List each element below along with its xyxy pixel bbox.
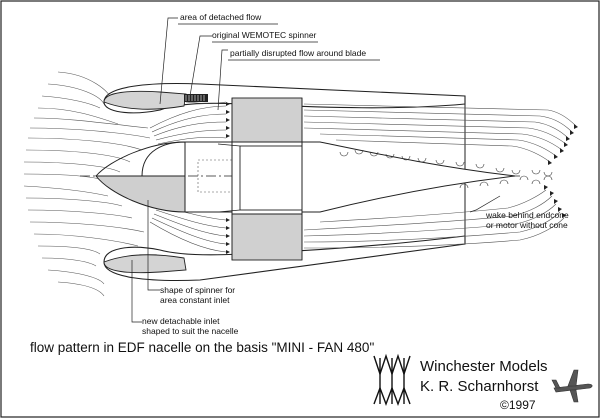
- exhaust-arrows: [544, 124, 578, 218]
- label-spinner-shape-1: shape of spinner for: [160, 285, 236, 295]
- stator-line-top: [217, 143, 241, 147]
- fan-blade-bottom: [231, 213, 303, 261]
- airplane-icon: [551, 369, 593, 403]
- diagram-caption: flow pattern in EDF nacelle on the basis…: [30, 340, 375, 355]
- fan-arrows: [226, 102, 230, 254]
- fan-blade-top: [231, 97, 303, 143]
- stator-line-bottom: [217, 209, 241, 213]
- detached-flow-region: [184, 94, 208, 102]
- label-detached-flow: area of detached flow: [180, 12, 262, 22]
- motor-can: [239, 145, 303, 211]
- spinner-upper-outline: [95, 141, 186, 177]
- hub: [184, 141, 233, 213]
- label-inlet-2: shaped to suit the nacelle: [142, 326, 239, 336]
- leader-lines: [131, 17, 501, 323]
- wake-vortices: [339, 149, 553, 189]
- label-inlet-1: new detachable inlet: [142, 316, 220, 326]
- label-spinner-shape-2: area constant inlet: [160, 295, 230, 305]
- brand-name: Winchester Models: [420, 358, 548, 375]
- brand-copyright: ©1997: [500, 398, 536, 412]
- detached-flow-hatch: [185, 95, 205, 101]
- lower-inlet-lip: [103, 254, 187, 274]
- label-wake-1: wake behind endcone: [486, 210, 569, 220]
- new-spinner-shape: [94, 175, 186, 213]
- winchester-logo: [373, 353, 411, 406]
- label-spinner: original WEMOTEC spinner: [212, 30, 317, 40]
- label-wake-2: or motor without cone: [486, 220, 568, 230]
- brand-author: K. R. Scharnhorst: [420, 378, 539, 395]
- inlet-flow-bottom: [149, 205, 227, 253]
- tail-cone: [301, 141, 516, 213]
- label-disrupted-flow: partially disrupted flow around blade: [230, 48, 367, 58]
- inlet-flow-top: [149, 101, 227, 145]
- exhaust-streamlines: [303, 103, 577, 249]
